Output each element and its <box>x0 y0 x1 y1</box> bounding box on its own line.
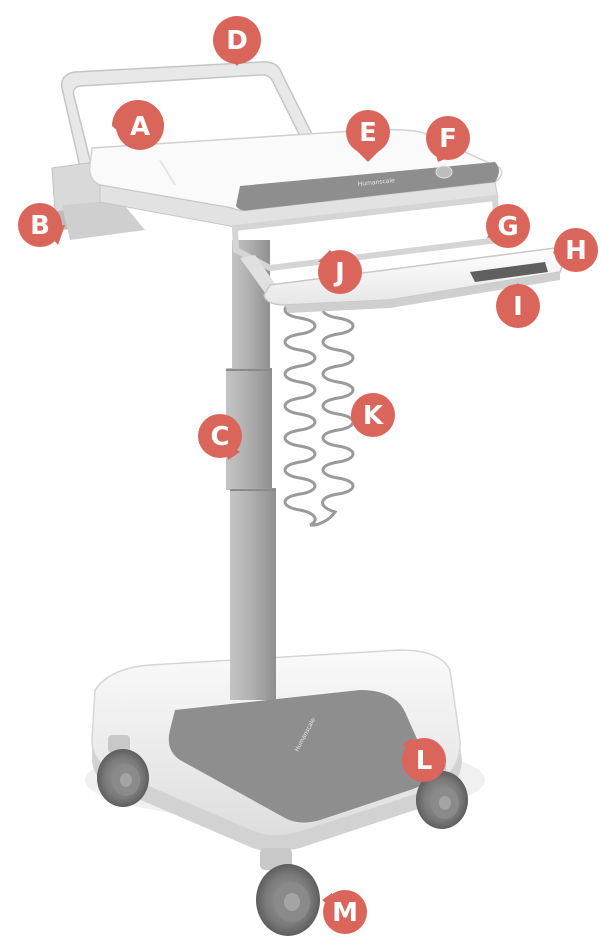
cart-base: Humanscale <box>85 649 485 852</box>
callout-b-label: B <box>30 211 50 241</box>
callout-d: D <box>213 16 261 66</box>
callout-m: M <box>322 890 367 934</box>
callout-g: G <box>486 204 530 248</box>
caster-front <box>256 848 320 936</box>
callout-d-label: D <box>226 26 248 56</box>
caster-rear-left <box>97 735 149 807</box>
callout-l-label: L <box>416 746 433 776</box>
callout-i-label: I <box>513 292 523 322</box>
callout-j-label: J <box>333 258 345 288</box>
callout-a-label: A <box>130 112 150 142</box>
callout-m-label: M <box>332 898 358 928</box>
callout-f: F <box>426 116 470 162</box>
callout-c: C <box>198 414 242 460</box>
callout-i: I <box>496 283 540 328</box>
callout-j: J <box>318 250 362 294</box>
callout-f-label: F <box>439 124 457 154</box>
callout-k-label: K <box>363 401 384 431</box>
callout-k: K <box>351 393 395 437</box>
telescoping-column <box>226 240 276 700</box>
callout-g-label: G <box>497 212 518 242</box>
brand-label-top: Humanscale <box>357 177 395 188</box>
callout-h: H <box>553 228 598 272</box>
callout-e: E <box>346 110 390 162</box>
callout-b: B <box>18 203 65 247</box>
callout-h-label: H <box>565 236 587 266</box>
callout-e-label: E <box>359 118 377 148</box>
work-surface: Humanscale <box>51 128 503 240</box>
callout-a: A <box>112 100 164 150</box>
callout-l: L <box>402 738 446 782</box>
coiled-power-cord <box>283 298 355 527</box>
callout-c-label: C <box>210 422 229 452</box>
callouts: A B C D E F <box>18 16 598 934</box>
